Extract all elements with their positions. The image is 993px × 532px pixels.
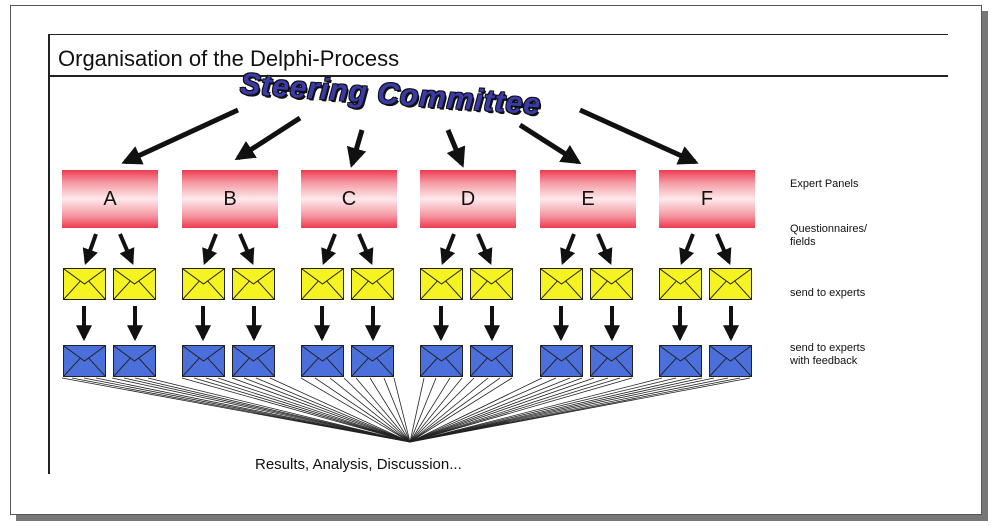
questionnaire-envelope-icon	[590, 268, 633, 300]
label-questionnaires: Questionnaires/ fields	[790, 223, 868, 248]
feedback-envelope-icon	[540, 345, 583, 377]
questionnaire-envelope-icon	[232, 268, 275, 300]
arrow-to-panel-e	[518, 122, 582, 165]
arrow-to-panel-c	[346, 129, 367, 168]
slide-frame	[10, 5, 982, 515]
panel-to-questionnaire-arrows	[82, 233, 732, 266]
questionnaire-envelope-icon	[709, 268, 752, 300]
round-to-round-arrows	[76, 306, 739, 342]
questionnaire-envelope-icon	[351, 268, 394, 300]
arrow-to-panel-b	[234, 115, 302, 161]
expert-panel-b: B	[182, 170, 278, 228]
expert-panel-d: D	[420, 170, 516, 228]
label-expert-panels: Expert Panels	[790, 178, 859, 190]
feedback-envelope-icon	[351, 345, 394, 377]
panel-label: C	[341, 187, 357, 210]
questionnaire-envelope-icon	[420, 268, 463, 300]
top-rule	[48, 34, 948, 35]
feedback-envelope-icon	[659, 345, 702, 377]
panel-label: A	[103, 187, 117, 210]
title-area: Organisation of the Delphi-Process	[48, 34, 948, 474]
feedback-envelope-icon	[470, 345, 513, 377]
arrow-to-panel-d	[445, 129, 466, 168]
title-underline	[48, 75, 948, 77]
questionnaire-envelope-icon	[63, 268, 106, 300]
questionnaire-envelope-icon	[301, 268, 344, 300]
expert-panel-e: E	[540, 170, 636, 228]
feedback-envelope-icon	[301, 345, 344, 377]
label-send-with-feedback: send to experts with feedback	[790, 342, 866, 367]
feedback-envelope-icon	[420, 345, 463, 377]
feedback-envelope-icon	[113, 345, 156, 377]
expert-panel-a: A	[62, 170, 158, 228]
questionnaire-envelope-icon	[113, 268, 156, 300]
arrow-to-panel-f	[578, 107, 699, 165]
expert-panel-f: F	[659, 170, 755, 228]
panel-label: D	[460, 187, 476, 210]
expert-panel-c: C	[301, 170, 397, 228]
feedback-envelope-icon	[182, 345, 225, 377]
page-title: Organisation of the Delphi-Process	[58, 46, 400, 71]
panel-label: F	[700, 187, 714, 210]
questionnaire-envelope-icon	[470, 268, 513, 300]
committee-to-panel-arrows	[121, 107, 699, 168]
feedback-envelope-icon	[709, 345, 752, 377]
feedback-envelope-icon	[232, 345, 275, 377]
questionnaire-envelope-icon	[540, 268, 583, 300]
panel-label: B	[223, 187, 237, 210]
feedback-envelope-icon	[63, 345, 106, 377]
arrow-to-panel-a	[121, 107, 240, 165]
feedback-envelope-icon	[590, 345, 633, 377]
questionnaire-envelope-icon	[182, 268, 225, 300]
left-rule	[48, 34, 50, 474]
results-label: Results, Analysis, Discussion...	[255, 456, 462, 473]
label-send-to-experts: send to experts	[790, 287, 866, 299]
questionnaire-envelope-icon	[659, 268, 702, 300]
results-fan-lines	[61, 377, 751, 443]
panel-label: E	[581, 187, 595, 210]
